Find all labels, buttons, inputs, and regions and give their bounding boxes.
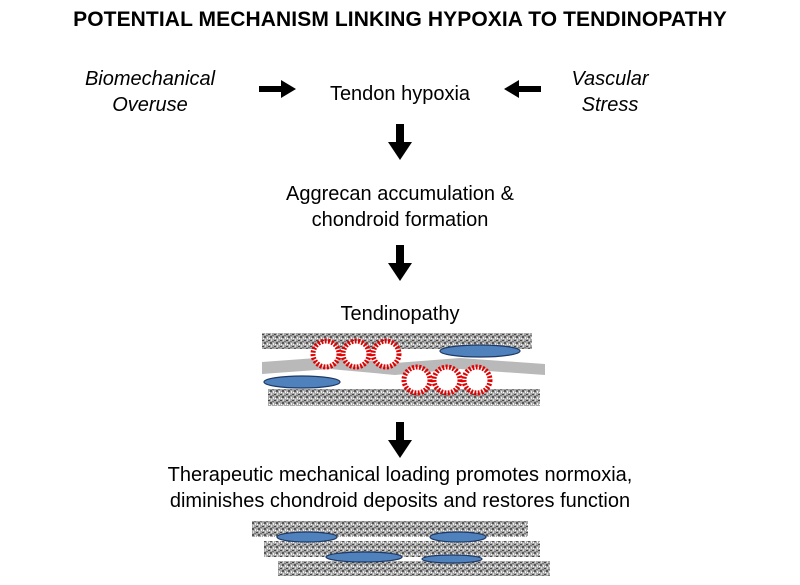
chondroid-cluster — [401, 364, 493, 396]
arrow-down-icon — [388, 422, 412, 458]
tenocyte-cell — [439, 344, 521, 358]
tendon-fiber — [278, 561, 550, 576]
aggrecan-label: Aggrecan accumulation & chondroid format… — [230, 181, 570, 233]
tendon-hypoxia-label: Tendon hypoxia — [329, 83, 471, 105]
damaged-fiber — [262, 357, 545, 375]
healthy-tendon-illustration — [252, 521, 550, 576]
arrow-down-icon — [388, 124, 412, 160]
biomechanical-overuse-label: Biomechanical Overuse — [60, 66, 240, 118]
aggrecan-line-1: Aggrecan accumulation & — [286, 183, 514, 205]
tendinopathy-illustration — [262, 333, 545, 406]
tenocyte-cell — [263, 375, 341, 389]
tenocyte-cell — [429, 531, 487, 543]
arrow-down-icon — [388, 245, 412, 281]
arrow-right-icon — [259, 80, 296, 98]
tendon-fiber — [264, 541, 540, 557]
tenocyte-cell — [325, 551, 403, 563]
vascular-line-2: Stress — [581, 94, 639, 116]
chondroid-cluster — [310, 338, 402, 370]
therapy-label: Therapeutic mechanical loading promotes … — [100, 462, 700, 514]
therapy-line-1: Therapeutic mechanical loading promotes … — [167, 464, 633, 486]
vascular-line-1: Vascular — [571, 68, 649, 90]
tendon-fiber — [268, 389, 540, 406]
diagram-title: POTENTIAL MECHANISM LINKING HYPOXIA TO T… — [73, 8, 727, 31]
vascular-stress-label: Vascular Stress — [540, 66, 680, 118]
tendinopathy-label: Tendinopathy — [340, 303, 460, 325]
overuse-line-1: Biomechanical — [84, 68, 216, 90]
tenocyte-cell — [276, 531, 338, 543]
tenocyte-cell — [421, 554, 483, 564]
therapy-line-2: diminishes chondroid deposits and restor… — [169, 490, 631, 512]
overuse-line-2: Overuse — [112, 94, 188, 116]
arrow-left-icon — [504, 80, 541, 98]
aggrecan-line-2: chondroid formation — [311, 209, 489, 231]
